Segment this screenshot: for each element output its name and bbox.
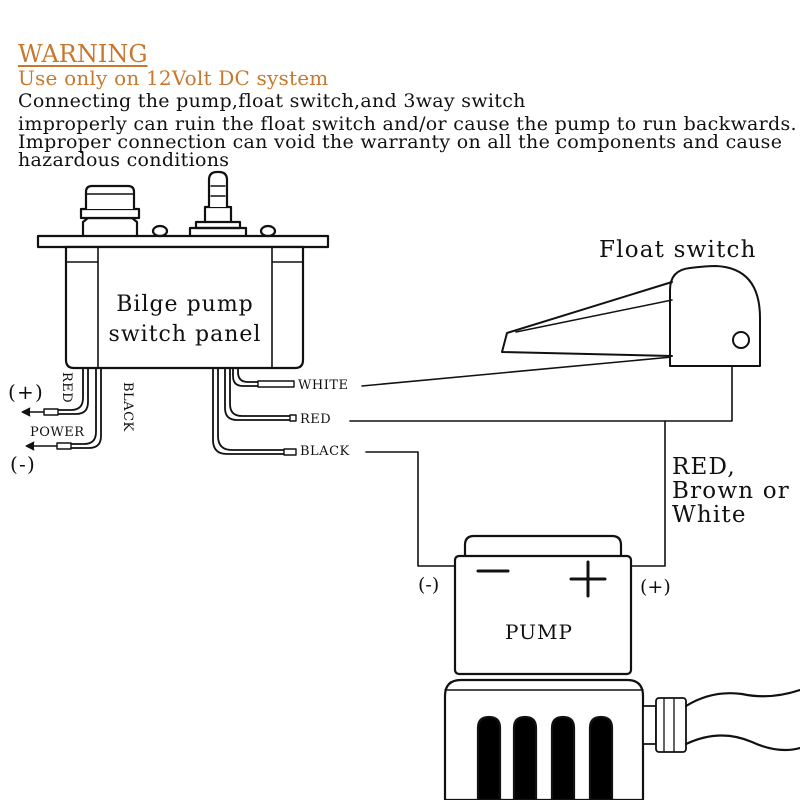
power-black-label: BLACK	[120, 382, 135, 432]
float-wire-label: RED, Brown or White	[672, 455, 790, 527]
wire-black-label: BLACK	[300, 444, 350, 459]
pump-plus-label: (+)	[640, 576, 671, 598]
wire-red-label: RED	[300, 412, 332, 427]
pump	[443, 534, 800, 800]
panel-label-line-1: Bilge pump	[116, 292, 254, 317]
pump-minus-label: (-)	[418, 574, 440, 596]
switch-panel	[36, 170, 330, 370]
panel-wires	[212, 367, 297, 456]
warning-title: WARNING	[18, 40, 148, 68]
power-minus-label: (-)	[10, 452, 36, 476]
power-red-label: RED	[59, 372, 74, 404]
long-wires	[349, 356, 733, 567]
warning-line-3: Improper connection can void the warrant…	[18, 131, 783, 153]
push-button-icon	[79, 184, 141, 238]
power-plus-label: (+)	[8, 380, 44, 404]
warning-line-2: improperly can ruin the float switch and…	[18, 113, 797, 135]
pump-label: PUMP	[505, 620, 573, 644]
float-switch-label: Float switch	[599, 237, 757, 263]
panel-label: Bilge pump switch panel	[90, 290, 280, 350]
toggle-switch-icon	[188, 170, 248, 238]
float-wire-label-2: Brown or	[672, 478, 790, 504]
power-wires	[21, 367, 102, 451]
wire-white-label: WHITE	[298, 378, 349, 393]
power-label: POWER	[30, 425, 85, 440]
warning-subtitle: Use only on 12Volt DC system	[18, 66, 329, 90]
warning-line-1: Connecting the pump,float switch,and 3wa…	[18, 90, 526, 112]
float-switch	[501, 265, 761, 367]
warning-line-4: hazardous conditions	[18, 149, 230, 171]
float-wire-label-3: White	[672, 502, 747, 528]
float-wire-label-1: RED,	[672, 454, 736, 480]
panel-label-line-2: switch panel	[108, 322, 262, 347]
